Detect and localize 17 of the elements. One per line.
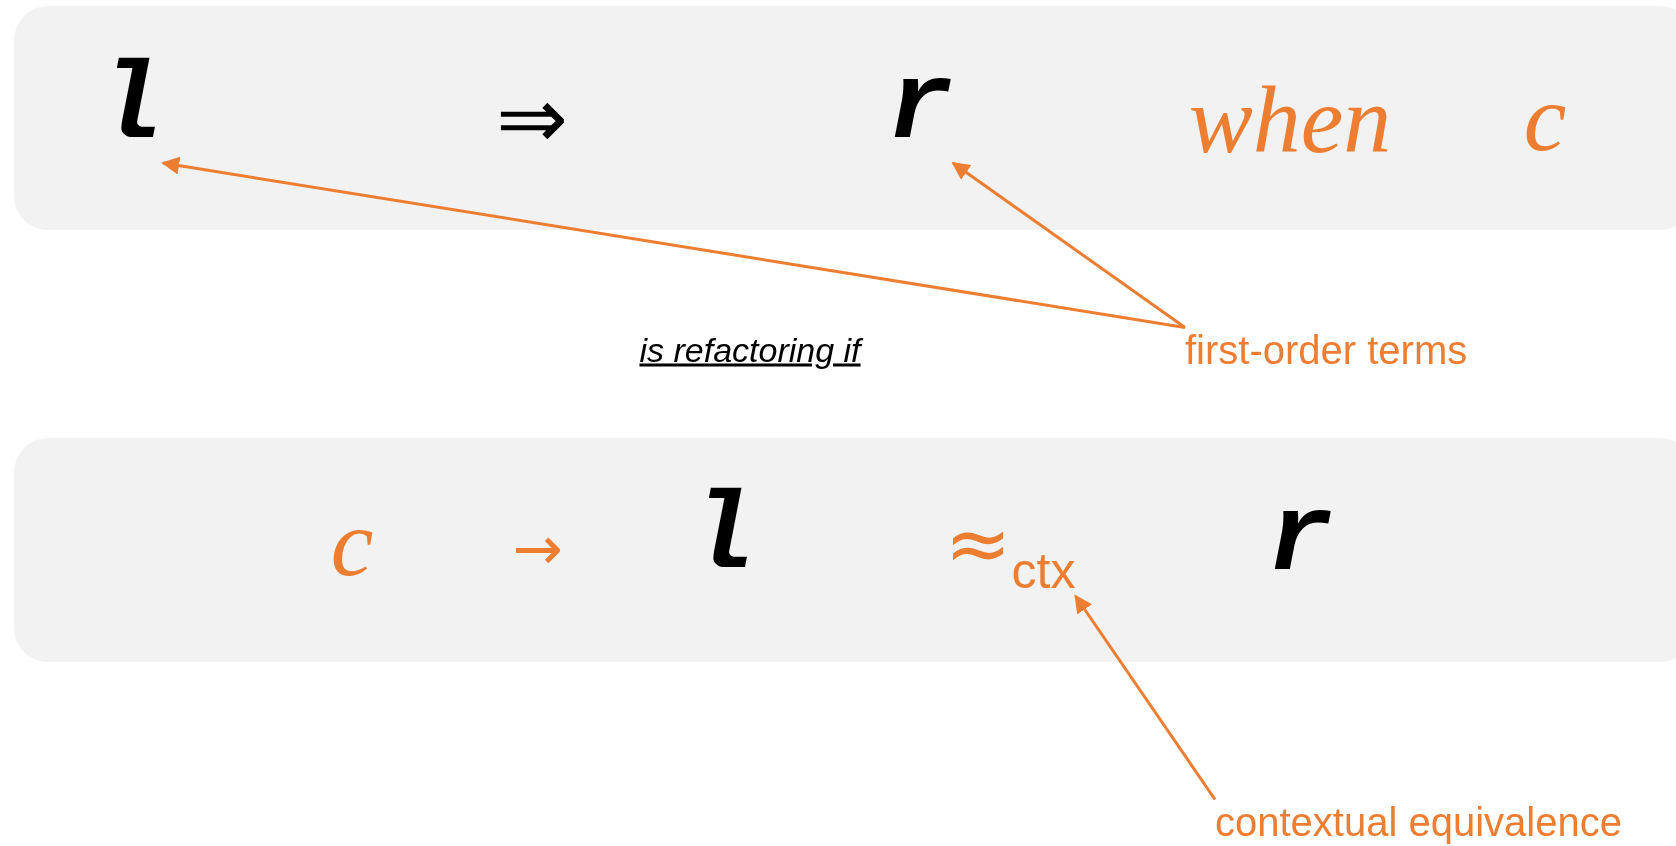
equivalence-symbol: ≈$_{ctx}$ xyxy=(944,504,1076,596)
implies-symbol: ⇒ xyxy=(495,75,569,161)
math-variable: r xyxy=(1267,485,1333,595)
arrow-symbol: → xyxy=(512,518,564,578)
math-variable: l xyxy=(97,53,163,163)
math-variable: l xyxy=(689,483,755,593)
formula-band xyxy=(14,6,1676,230)
leader-line xyxy=(161,156,1186,329)
leader-line xyxy=(951,161,1186,329)
math-variable: c xyxy=(330,495,374,591)
keyword: when xyxy=(1188,72,1392,168)
annotation-label: first-order terms xyxy=(1185,327,1468,373)
leader-line xyxy=(1074,594,1217,801)
annotation-label: contextual equivalence xyxy=(1215,799,1622,845)
math-variable: c xyxy=(1523,70,1567,166)
formula-band xyxy=(14,438,1676,662)
math-variable: r xyxy=(887,53,953,163)
